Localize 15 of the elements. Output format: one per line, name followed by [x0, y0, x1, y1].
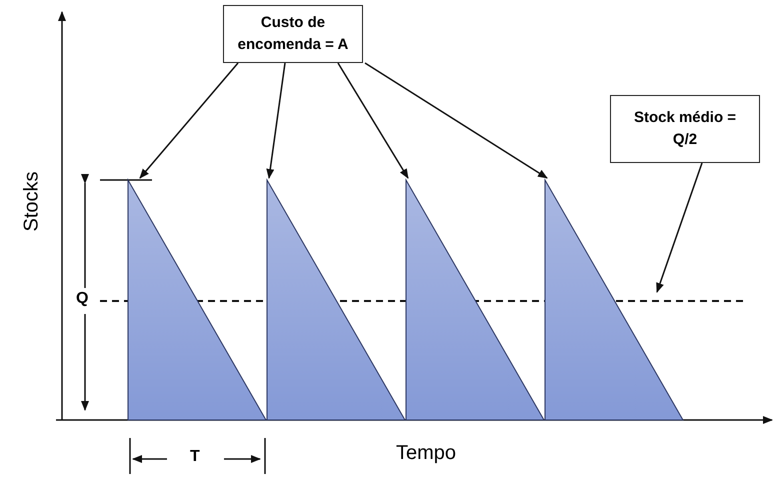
leader-arrow [656, 162, 703, 293]
dimension-label: Q [76, 290, 88, 308]
callout-box: Stock médio = Q/2 [610, 95, 760, 163]
leader-arrow [337, 62, 409, 179]
leader-arrow [139, 62, 239, 179]
leader-arrow [364, 62, 548, 179]
axis-title: Tempo [396, 442, 456, 465]
stock-triangle [266, 178, 406, 420]
stock-triangle [406, 178, 545, 420]
callout-box: Custo de encomenda = A [223, 5, 363, 63]
stock-triangle [128, 178, 267, 420]
dimension-label: T [190, 448, 200, 466]
leader-arrow [266, 62, 286, 179]
stock-triangle [544, 178, 684, 420]
axis-title: Stocks [20, 171, 44, 232]
